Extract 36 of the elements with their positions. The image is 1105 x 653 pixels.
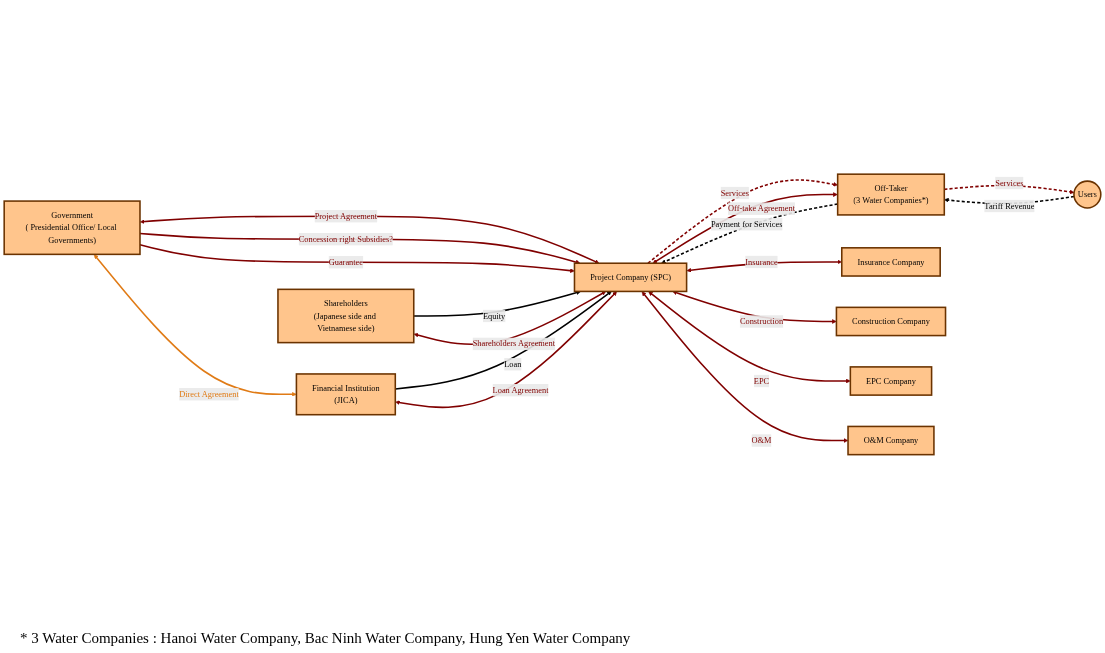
node-box: Project Company (SPC) <box>573 262 688 292</box>
edge-label: Concession right Subsidies? <box>298 234 393 243</box>
node-box: Insurance Company <box>841 246 941 277</box>
arrow <box>93 253 297 397</box>
edge-label: Insurance <box>745 256 778 266</box>
edge-label: Direct Agreement <box>179 389 239 399</box>
arrow <box>139 243 575 273</box>
edge-label: Guarantee <box>328 257 364 266</box>
arrow <box>652 191 838 263</box>
arrow <box>395 290 617 408</box>
edge-label: Loan Agreement <box>492 385 549 394</box>
node-box: EPC Company <box>849 365 933 396</box>
node-box: O&M Company <box>847 425 935 455</box>
edge-label: Construction <box>739 316 784 326</box>
edge-label: Equity <box>482 310 506 320</box>
node-box: Off-Taker (3 Water Companies*) <box>836 172 946 216</box>
edge-label: Payment for Services <box>710 219 783 229</box>
arrow <box>140 215 600 264</box>
arrow <box>413 290 607 345</box>
edge-label: O&M <box>751 435 772 445</box>
edge-label: Off-take Agreement <box>728 203 795 213</box>
edge-label: Project Agreement <box>314 211 378 220</box>
node-box: Financial Institution (JICA) <box>295 372 397 416</box>
edge-label: Services <box>995 177 1024 187</box>
edge-label: Shareholders Agreement <box>472 338 556 348</box>
node-box: Shareholders (Japanese side and Vietnamese side) <box>277 288 415 343</box>
edge-label: Services <box>720 187 749 197</box>
arrow <box>139 232 581 264</box>
node-box: Construction Company <box>835 306 947 336</box>
node-circle: Users <box>1073 179 1102 209</box>
arrow <box>647 178 838 264</box>
footnote: * 3 Water Companies : Hanoi Water Company, Bac Ninh Water Company, Hung Yen Water Company <box>20 630 632 647</box>
edge-label: EPC <box>753 375 770 385</box>
edge-label: Loan <box>504 359 522 369</box>
node-box: Government ( Presidential Office/ Local Governments) <box>3 199 141 255</box>
edge-label: Tariff Revenue <box>984 200 1035 210</box>
